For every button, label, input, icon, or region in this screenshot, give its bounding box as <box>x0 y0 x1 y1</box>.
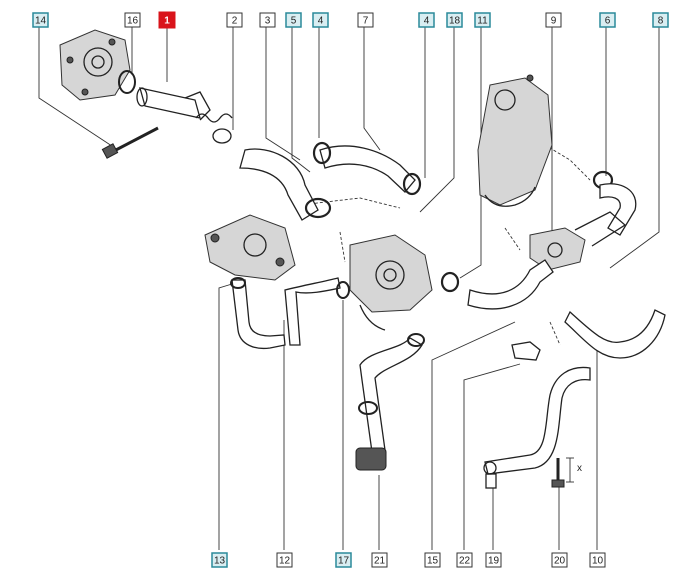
callout-number: 6 <box>605 16 611 27</box>
callout-number: 15 <box>427 556 439 567</box>
callout-box <box>474 12 491 28</box>
callout-c1: 1 <box>158 11 176 29</box>
callout-number: 19 <box>488 556 500 567</box>
thermostat-housing <box>204 214 296 281</box>
clamp-part-17 <box>336 281 350 299</box>
water-outlet-part-9 <box>529 211 627 271</box>
callout-number: 5 <box>291 16 297 27</box>
callout-box <box>158 11 176 29</box>
callout-c8: 8 <box>652 12 669 28</box>
callout-box <box>589 552 606 568</box>
callout-box <box>599 12 616 28</box>
callout-c11: 11 <box>474 12 491 28</box>
callout-box <box>357 12 374 28</box>
callout-box <box>211 552 228 568</box>
callout-box <box>424 552 441 568</box>
bolt-part-20: x <box>551 457 582 488</box>
callout-box <box>652 12 669 28</box>
callout-c4a: 4 <box>312 12 329 28</box>
water-pipe-part-1 <box>136 87 211 121</box>
callout-box <box>446 12 463 28</box>
callout-box <box>285 12 302 28</box>
callout-number: 20 <box>554 556 566 567</box>
callout-c5: 5 <box>285 12 302 28</box>
callout-number: 17 <box>338 556 350 567</box>
callout-c12: 12 <box>276 552 293 568</box>
hose-part-11 <box>467 259 554 310</box>
leader-lines <box>38 27 660 550</box>
callout-box <box>456 552 473 568</box>
callout-c15: 15 <box>424 552 441 568</box>
callout-c19: 19 <box>485 552 502 568</box>
callout-box <box>124 12 141 28</box>
callout-number: 1 <box>164 16 170 27</box>
connector-part-22 <box>511 341 541 361</box>
callout-number: 18 <box>449 16 461 27</box>
o-ring-part-16 <box>118 70 136 94</box>
callout-number: 3 <box>265 16 271 27</box>
clamp-part-18 <box>440 271 460 293</box>
callout-c9: 9 <box>545 12 562 28</box>
callout-c21: 21 <box>371 552 388 568</box>
callout-c3: 3 <box>259 12 276 28</box>
callout-c7: 7 <box>357 12 374 28</box>
coolant-pipe-part-19 <box>483 366 591 489</box>
bolt-part-14 <box>101 126 159 159</box>
callout-number: 14 <box>35 16 47 27</box>
hose-part-13 <box>231 279 286 350</box>
callout-number: 13 <box>214 556 226 567</box>
callout-c6: 6 <box>599 12 616 28</box>
coolant-pump-body <box>349 234 433 331</box>
callout-number: 12 <box>279 556 291 567</box>
callout-box <box>335 552 352 568</box>
callout-number: 4 <box>318 16 324 27</box>
callout-number: 21 <box>374 556 386 567</box>
dashed-reference-lines <box>299 144 591 346</box>
callout-box <box>545 12 562 28</box>
clamp-part-13 <box>230 277 246 289</box>
callout-number: 9 <box>551 16 557 27</box>
callout-c13: 13 <box>211 552 228 568</box>
callout-box <box>485 552 502 568</box>
callout-number: 11 <box>477 16 488 27</box>
callout-number: 7 <box>363 16 369 27</box>
hose-part-21 <box>355 333 425 471</box>
callout-box <box>32 12 49 28</box>
callout-box <box>276 552 293 568</box>
callout-box <box>312 12 329 28</box>
hose-part-12 <box>284 277 341 346</box>
hose-part-8 <box>599 183 637 236</box>
callout-number: 22 <box>459 556 471 567</box>
callout-number: 10 <box>592 556 604 567</box>
callout-number: 16 <box>127 16 139 27</box>
water-pump-housing <box>59 29 131 101</box>
callout-number: 2 <box>232 16 238 27</box>
callout-box <box>551 552 568 568</box>
callout-c2: 2 <box>226 12 243 28</box>
callout-box <box>226 12 243 28</box>
dimension-x-label: x <box>577 463 582 474</box>
hose-part-7 <box>312 141 422 196</box>
callout-box <box>418 12 435 28</box>
callout-box <box>371 552 388 568</box>
callout-c20: 20 <box>551 552 568 568</box>
callout-number: 8 <box>658 16 664 27</box>
callout-number: 4 <box>424 16 430 27</box>
callout-c4b: 4 <box>418 12 435 28</box>
callout-box <box>259 12 276 28</box>
egr-cooler-assembly <box>477 74 553 207</box>
callout-c10: 10 <box>589 552 606 568</box>
callout-c22: 22 <box>456 552 473 568</box>
callout-c18: 18 <box>446 12 463 28</box>
hose-part-10 <box>564 309 666 359</box>
hose-clamp-part-5 <box>304 197 332 219</box>
spring-clip-part-2 <box>195 113 233 144</box>
callout-c17: 17 <box>335 552 352 568</box>
callout-c16: 16 <box>124 12 141 28</box>
callout-c14: 14 <box>32 12 49 28</box>
